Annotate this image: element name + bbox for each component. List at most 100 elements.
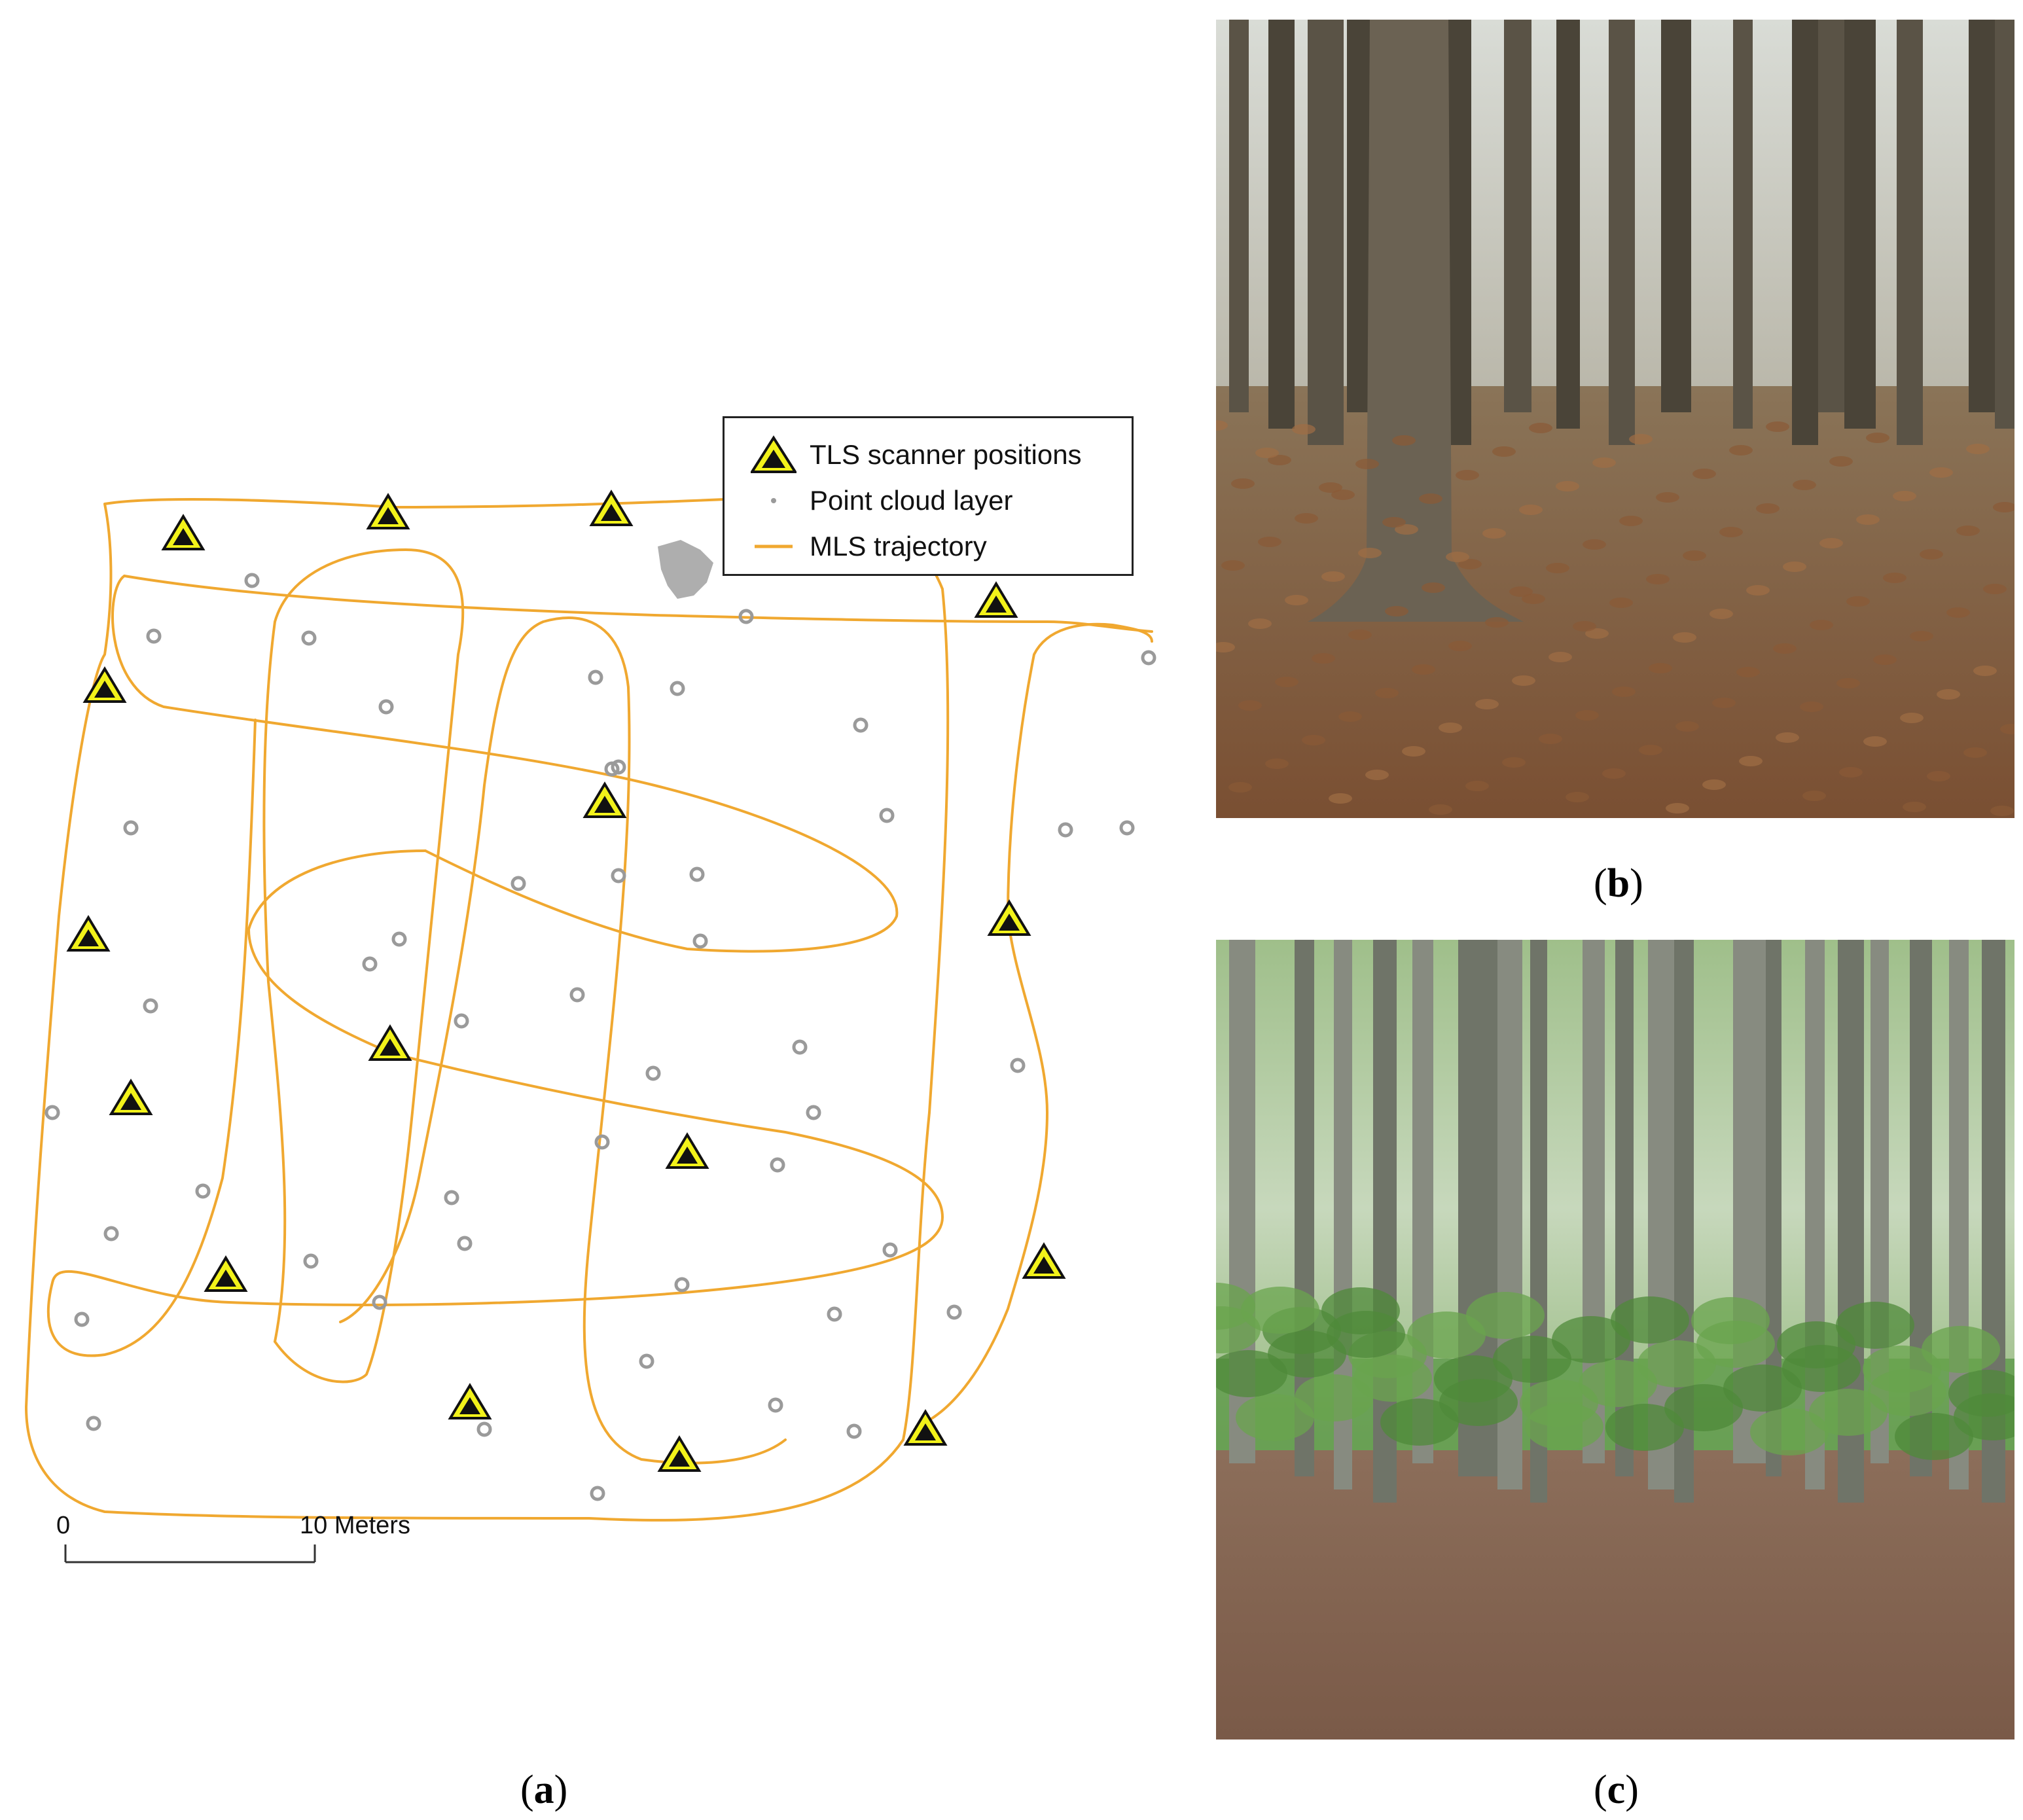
leaf-litter — [1673, 632, 1696, 643]
tree-stem-ring — [738, 609, 754, 624]
leaf-litter — [1319, 482, 1342, 493]
tree-stem-ring — [362, 956, 378, 972]
leaf-litter — [1839, 767, 1863, 777]
understory-foliage — [1611, 1296, 1689, 1344]
legend-row-tls: TLS scanner positions — [725, 431, 1132, 477]
leaf-litter — [1519, 505, 1543, 515]
leaf-litter — [1836, 678, 1860, 688]
tree-stem-ring — [444, 1190, 459, 1205]
trajectory-segment — [123, 575, 1153, 633]
spruce-trunk — [1897, 20, 1923, 445]
tree-stem-ring — [590, 1486, 605, 1501]
leaf-litter — [1446, 552, 1469, 562]
leaf-litter — [1776, 732, 1799, 743]
leaf-litter — [1856, 514, 1880, 525]
spruce-trunk — [1268, 20, 1295, 429]
understory-foliage — [1782, 1345, 1861, 1392]
spruce-trunk — [1229, 20, 1249, 412]
understory-foliage — [1353, 1355, 1432, 1402]
leaf-litter — [1292, 424, 1316, 435]
leaf-litter — [1819, 538, 1843, 548]
tree-stem-ring — [74, 1311, 90, 1327]
leaf-litter — [1963, 747, 1987, 758]
tree-stem-ring — [853, 717, 868, 733]
leaf-litter — [1456, 470, 1479, 480]
leaf-litter — [1710, 609, 1733, 619]
leaf-litter — [1329, 793, 1352, 804]
leaf-litter — [1228, 782, 1252, 793]
understory-foliage — [1836, 1302, 1914, 1349]
understory-foliage — [1380, 1399, 1459, 1446]
understory-foliage — [1895, 1413, 1973, 1460]
leaf-litter — [1783, 562, 1806, 572]
tree-stem-ring — [827, 1306, 842, 1322]
leaf-litter — [1458, 559, 1482, 569]
leaf-litter — [1583, 539, 1606, 550]
main-spruce-trunk — [1308, 20, 1524, 622]
leaf-litter — [1946, 607, 1970, 618]
tls-scanner-marker — [161, 514, 206, 550]
tree-stem-ring — [588, 669, 603, 685]
understory-foliage — [1723, 1365, 1802, 1412]
leaf-litter — [1910, 631, 1933, 641]
leaf-litter — [1990, 806, 2014, 816]
tls-scanner-marker — [582, 781, 627, 818]
line-icon — [755, 544, 793, 548]
legend-label-mls: MLS trajectory — [810, 531, 987, 562]
understory-foliage — [1493, 1336, 1571, 1383]
tree-stem-ring — [391, 931, 407, 947]
tree-stem-ring — [770, 1157, 785, 1173]
leaf-litter — [1365, 770, 1389, 780]
leaf-litter — [1302, 735, 1325, 745]
leaf-litter — [1321, 571, 1345, 582]
leaf-litter — [1502, 757, 1526, 768]
trajectory-segment — [46, 719, 944, 1357]
leaf-litter — [1903, 802, 1926, 812]
map-legend: TLS scanner positions Point cloud layer … — [723, 416, 1134, 576]
tree-stem-ring — [639, 1353, 654, 1369]
scale-end-label: 10 Meters — [300, 1512, 410, 1539]
leaf-litter — [1509, 586, 1533, 597]
legend-label-tls: TLS scanner positions — [810, 439, 1082, 470]
tls-scanner-marker — [665, 1132, 709, 1169]
understory-foliage — [1525, 1403, 1603, 1450]
photo-spruce-forest — [1216, 20, 2014, 818]
understory-foliage — [1552, 1316, 1630, 1363]
trajectory-segment — [339, 616, 787, 1465]
tls-scanner-marker — [448, 1383, 492, 1419]
leaf-litter — [1746, 585, 1770, 596]
legend-label-pointcloud: Point cloud layer — [810, 485, 1013, 516]
leaf-litter — [1338, 711, 1362, 722]
leaf-litter — [1983, 584, 2007, 594]
leaf-litter — [1482, 528, 1506, 539]
tree-stem-ring — [645, 1065, 661, 1081]
understory-foliage — [1439, 1379, 1518, 1426]
leaf-litter — [1649, 663, 1672, 673]
leaf-litter — [1355, 459, 1379, 469]
tls-scanner-marker — [66, 915, 111, 952]
leaf-litter — [1656, 492, 1679, 503]
understory-foliage — [1216, 1350, 1287, 1397]
leaf-litter — [1666, 803, 1689, 813]
leaf-litter — [1719, 527, 1743, 537]
leaf-litter — [1729, 445, 1753, 455]
understory-foliage — [1268, 1330, 1346, 1378]
spruce-trunk — [1995, 20, 2014, 429]
point-cloud-layer — [45, 540, 1156, 1501]
spruce-trunk — [1609, 20, 1635, 445]
leaf-litter — [1920, 549, 1943, 560]
leaf-litter — [1465, 781, 1489, 791]
leaf-litter — [1883, 573, 1907, 583]
leaf-litter — [1675, 721, 1699, 732]
leaf-litter — [1937, 689, 1960, 700]
leaf-litter — [1231, 478, 1255, 489]
tree-stem-ring — [792, 1039, 808, 1055]
leaf-litter — [1863, 736, 1887, 747]
panel-label-b: (b) — [1594, 861, 1643, 906]
tree-stem-ring — [692, 933, 708, 949]
understory-foliage — [1605, 1404, 1684, 1451]
leaf-litter — [1392, 435, 1416, 446]
legend-row-pointcloud: Point cloud layer — [725, 477, 1132, 523]
spruce-trunk — [1504, 20, 1531, 412]
spruce-trunk — [1844, 20, 1876, 429]
